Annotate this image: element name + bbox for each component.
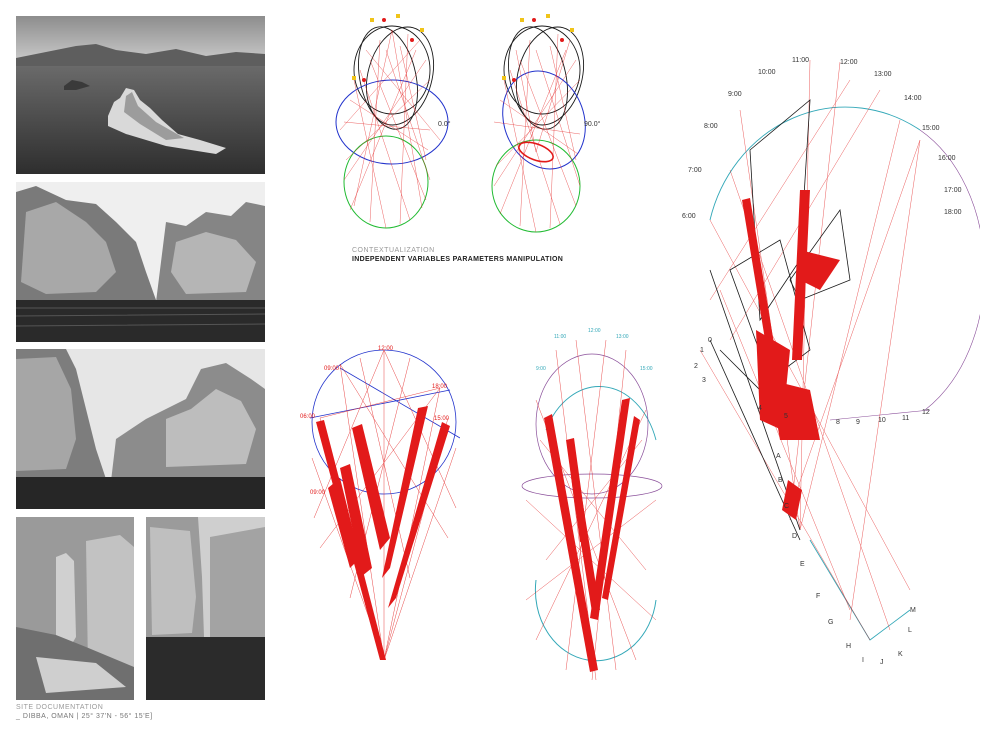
letter-label-4: E: [800, 561, 805, 568]
rock-cliffs-photo: [16, 182, 265, 342]
letter-label-12: M: [910, 607, 916, 614]
sea-islands-photo: [16, 16, 265, 174]
hour-label-5: 11:00: [792, 57, 809, 64]
diagram-a-label-4: 15:00: [434, 416, 450, 422]
hour-label-1: 7:00: [688, 167, 702, 174]
number-bottom-label-5: 11: [902, 415, 909, 422]
hour-label-11: 17:00: [944, 187, 962, 194]
number-left-label-3: 3: [702, 377, 706, 384]
letter-label-2: C: [784, 503, 789, 510]
letter-label-7: H: [846, 643, 851, 650]
diagram-a-label-1: 09:00: [324, 366, 340, 372]
red-diagram-a: 12:00 09:00 06:00 18:00 15:00 09:00: [300, 338, 460, 668]
rock-pillar-photo: [16, 517, 134, 700]
hour-label-0: 6:00: [682, 213, 696, 220]
large-sun-diagram: 6:00 7:00 8:00 9:00 10:00 11:00 12:00 13:00 14:0…: [670, 50, 980, 680]
angle-label-right: 90.0°: [584, 120, 601, 128]
diagram-a-label-0: 12:00: [378, 346, 394, 352]
number-bottom-label-2: 8: [836, 419, 840, 426]
svg-text:15:00: 15:00: [640, 366, 653, 372]
hour-label-10: 16:00: [938, 155, 956, 162]
hour-label-6: 12:00: [840, 59, 858, 66]
site-caption-location: _ DIBBA, OMAN | 25° 37'N - 56° 15'E]: [16, 713, 153, 720]
number-left-label-0: 0: [708, 337, 712, 344]
number-left-label-2: 2: [694, 363, 698, 370]
diagram-a-label-2: 06:00: [300, 414, 316, 420]
hour-label-9: 15:00: [922, 125, 940, 132]
hour-label-3: 9:00: [728, 91, 742, 98]
letter-label-6: G: [828, 619, 833, 626]
rock-arch-photo: [16, 349, 265, 509]
hour-label-7: 13:00: [874, 71, 892, 78]
hour-label-4: 10:00: [758, 69, 776, 76]
hour-label-12: 18:00: [944, 209, 962, 216]
angle-label-left: 0.0°: [438, 120, 451, 128]
red-diagram-b: 11:00 12:00 13:00 9:00 15:00: [516, 320, 666, 690]
number-bottom-label-0: 4: [758, 405, 762, 412]
context-caption-title: CONTEXTUALIZATION: [352, 247, 435, 254]
number-bottom-label-6: 12: [922, 409, 930, 416]
svg-text:9:00: 9:00: [536, 366, 546, 372]
letter-label-8: I: [862, 657, 864, 664]
cliff-gap-photo: [146, 517, 265, 700]
number-bottom-label-1: 5: [784, 413, 788, 420]
hour-label-2: 8:00: [704, 123, 718, 130]
site-caption-title: SITE DOCUMENTATION: [16, 704, 104, 711]
letter-label-9: J: [880, 659, 884, 666]
diagram-a-label-5: 09:00: [310, 490, 326, 496]
number-bottom-label-4: 10: [878, 417, 886, 424]
letter-label-10: K: [898, 651, 903, 658]
letter-label-1: B: [778, 477, 783, 484]
svg-text:11:00: 11:00: [554, 334, 566, 340]
hour-label-8: 14:00: [904, 95, 922, 102]
diagram-a-label-3: 18:00: [432, 384, 448, 390]
number-left-label-1: 1: [700, 347, 704, 354]
svg-text:12:00: 12:00: [588, 328, 601, 334]
svg-text:13:00: 13:00: [616, 334, 629, 340]
letter-label-0: A: [776, 453, 781, 460]
context-diagram-right: 90.0°: [480, 10, 610, 238]
number-bottom-label-3: 9: [856, 419, 860, 426]
context-diagram-left: 0.0°: [330, 10, 460, 238]
context-caption-subtitle: INDEPENDENT VARIABLES PARAMETERS MANIPUL…: [352, 256, 564, 263]
letter-label-11: L: [908, 627, 912, 634]
letter-label-3: D: [792, 533, 797, 540]
letter-label-5: F: [816, 593, 820, 600]
